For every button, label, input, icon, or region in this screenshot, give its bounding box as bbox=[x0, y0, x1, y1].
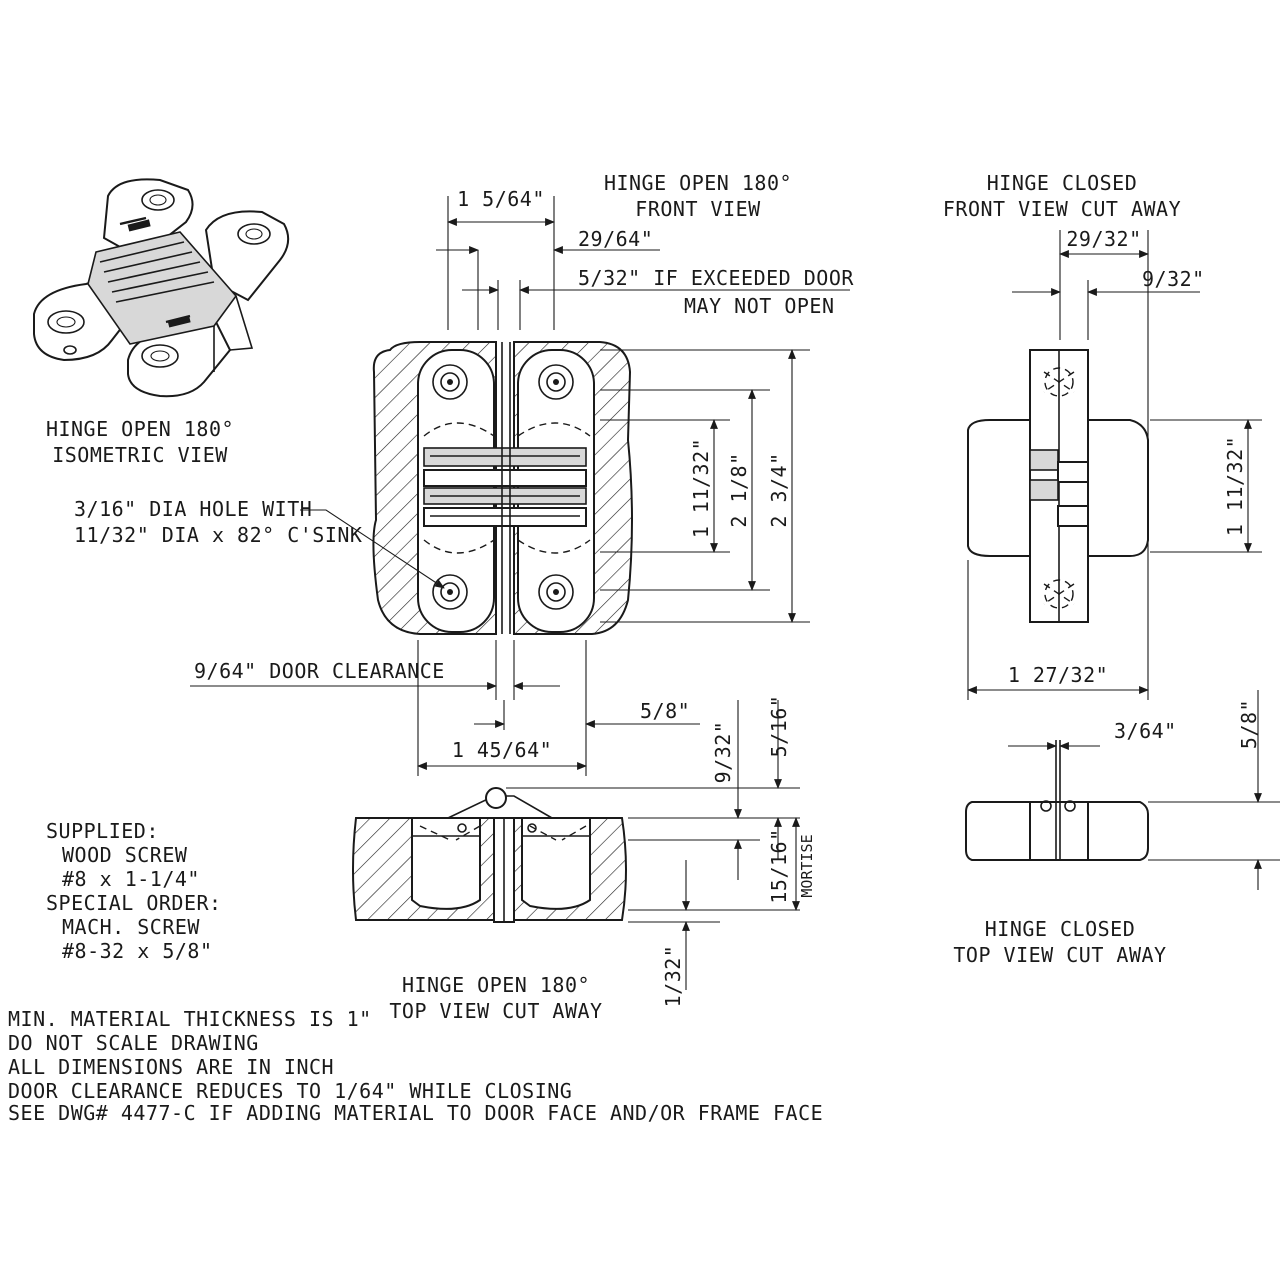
screws-line3: #8 x 1-1/4" bbox=[62, 867, 200, 891]
dim-door-clearance: 9/64" DOOR CLEARANCE bbox=[194, 659, 445, 683]
dim-15-16: 15/16" bbox=[767, 828, 791, 903]
screws-line5: MACH. SCREW bbox=[62, 915, 200, 939]
closed-top-title-line1: HINGE CLOSED bbox=[985, 917, 1136, 941]
closed-front-title-line1: HINGE CLOSED bbox=[987, 171, 1138, 195]
dim-2-3-4: 2 3/4" bbox=[767, 452, 791, 527]
front-view-dimensions bbox=[190, 196, 850, 776]
dim-5-32-note-2: MAY NOT OPEN bbox=[684, 294, 835, 318]
dim-5-16: 5/16" bbox=[767, 695, 791, 758]
dim-closed-29-32: 29/32" bbox=[1066, 227, 1141, 251]
top-view-dimensions bbox=[506, 700, 800, 990]
closed-top-dimensions bbox=[1008, 690, 1262, 890]
screws-line2: WOOD SCREW bbox=[62, 843, 188, 867]
dim-closed-5-8: 5/8" bbox=[1237, 699, 1261, 749]
front-title-line2: FRONT VIEW bbox=[635, 197, 761, 221]
hole-callout-leader bbox=[300, 509, 445, 589]
dim-5-32-note-1: 5/32" IF EXCEEDED DOOR bbox=[578, 266, 854, 290]
dim-29-64: 29/64" bbox=[578, 227, 653, 251]
note-line3: ALL DIMENSIONS ARE IN INCH bbox=[8, 1055, 334, 1079]
closed-front-dimensions bbox=[967, 230, 1262, 700]
top-title-line2: TOP VIEW CUT AWAY bbox=[389, 999, 602, 1023]
top-title-line1: HINGE OPEN 180° bbox=[402, 973, 590, 997]
screws-line4: SPECIAL ORDER: bbox=[46, 891, 222, 915]
dim-5-8: 5/8" bbox=[640, 699, 690, 723]
dim-closed-9-32: 9/32" bbox=[1142, 267, 1205, 291]
closed-front-view-hinge bbox=[967, 349, 1149, 623]
dim-closed-3-64: 3/64" bbox=[1114, 719, 1177, 743]
closed-front-title-line2: FRONT VIEW CUT AWAY bbox=[943, 197, 1181, 221]
note-line4: DOOR CLEARANCE REDUCES TO 1/64" WHILE CL… bbox=[8, 1079, 572, 1103]
hole-callout-line2: 11/32" DIA x 82° C'SINK bbox=[74, 523, 362, 547]
note-line1: MIN. MATERIAL THICKNESS IS 1" bbox=[8, 1007, 372, 1031]
dim-mortise: MORTISE bbox=[798, 834, 816, 897]
closed-top-title-line2: TOP VIEW CUT AWAY bbox=[953, 943, 1166, 967]
dim-1-5-64: 1 5/64" bbox=[457, 187, 545, 211]
closed-top-view-hinge bbox=[965, 740, 1280, 861]
dim-1-45-64: 1 45/64" bbox=[452, 738, 552, 762]
top-view-hinge bbox=[352, 787, 627, 923]
note-line5: SEE DWG# 4477-C IF ADDING MATERIAL TO DO… bbox=[8, 1101, 823, 1125]
dim-closed-1-27-32: 1 27/32" bbox=[1008, 663, 1108, 687]
dim-1-11-32: 1 11/32" bbox=[689, 438, 713, 538]
front-title-line1: HINGE OPEN 180° bbox=[604, 171, 792, 195]
screws-line1: SUPPLIED: bbox=[46, 819, 159, 843]
iso-title-line1: HINGE OPEN 180° bbox=[46, 417, 234, 441]
dim-2-1-8: 2 1/8" bbox=[727, 452, 751, 527]
screws-line6: #8-32 x 5/8" bbox=[62, 939, 213, 963]
dim-closed-1-11-32: 1 11/32" bbox=[1223, 436, 1247, 536]
front-view-hinge bbox=[372, 341, 633, 635]
hole-callout-line1: 3/16" DIA HOLE WITH bbox=[74, 497, 312, 521]
note-line2: DO NOT SCALE DRAWING bbox=[8, 1031, 259, 1055]
isometric-hinge-view bbox=[33, 178, 290, 398]
dim-9-32: 9/32" bbox=[711, 721, 735, 784]
dim-1-32: 1/32" bbox=[661, 945, 685, 1008]
iso-title-line2: ISOMETRIC VIEW bbox=[52, 443, 228, 467]
